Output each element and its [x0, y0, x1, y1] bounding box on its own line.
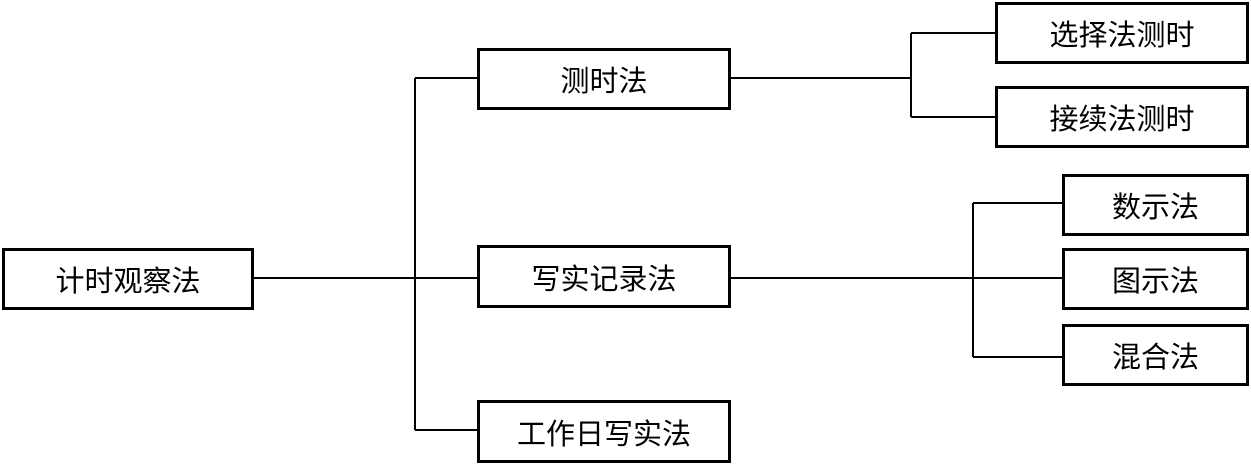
node-xieshi-jilu-label: 写实记录法: [531, 261, 677, 296]
node-shushi: 数示法: [1062, 174, 1249, 236]
node-cesifa: 测时法: [477, 48, 731, 110]
node-gongzuori-xieshi: 工作日写实法: [477, 400, 731, 463]
node-jiexu-ceshi: 接续法测时: [995, 86, 1249, 148]
node-xieshi-jilu: 写实记录法: [477, 245, 731, 308]
node-gongzuori-xieshi-label: 工作日写实法: [516, 416, 691, 451]
node-hunhe: 混合法: [1062, 324, 1249, 386]
node-root-label: 计时观察法: [55, 264, 201, 298]
node-tushi-label: 图示法: [1111, 264, 1199, 298]
node-jiexu-ceshi-label: 接续法测时: [1049, 102, 1195, 136]
node-root: 计时观察法: [2, 248, 254, 310]
node-cesifa-label: 测时法: [560, 64, 648, 98]
node-tushi: 图示法: [1062, 248, 1249, 310]
node-hunhe-label: 混合法: [1111, 340, 1199, 374]
node-xuanze-ceshi: 选择法测时: [995, 2, 1249, 64]
node-xuanze-ceshi-label: 选择法测时: [1049, 18, 1195, 52]
node-shushi-label: 数示法: [1111, 190, 1199, 224]
